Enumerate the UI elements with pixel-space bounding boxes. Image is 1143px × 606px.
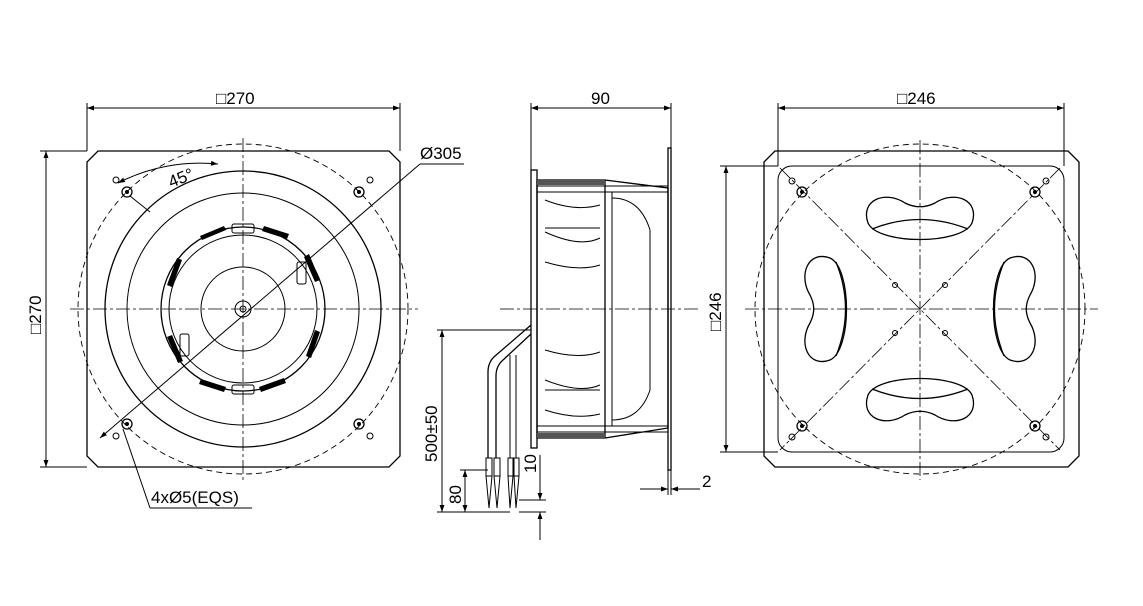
depth-dimension: 90: [591, 89, 610, 108]
width-dimension-rear: □246: [897, 89, 936, 108]
rear-view: □246 □246: [706, 89, 1098, 480]
diameter-dimension: Ø305: [420, 144, 462, 163]
height-dimension-front: □270: [26, 295, 45, 334]
strip-end-dimension: 10: [521, 454, 540, 473]
front-view: Ø305 45° □270 □270 4xØ5(EQS): [26, 89, 464, 509]
strip-length-dimension: 80: [446, 485, 465, 504]
cable-length-dimension: 500±50: [422, 405, 441, 462]
rear-openings: [804, 196, 1036, 422]
impeller-blades: [167, 223, 320, 395]
rear-mounting-holes: [788, 177, 1050, 441]
width-dimension-front: □270: [216, 89, 255, 108]
side-view: 90 2 500±50 80 10: [422, 89, 711, 540]
height-dimension-rear: □246: [706, 292, 725, 331]
angle-dimension: 45°: [166, 165, 197, 192]
flange-thickness-dimension: 2: [702, 472, 711, 491]
mounting-holes: [112, 176, 374, 440]
holes-note: 4xØ5(EQS): [151, 488, 239, 507]
